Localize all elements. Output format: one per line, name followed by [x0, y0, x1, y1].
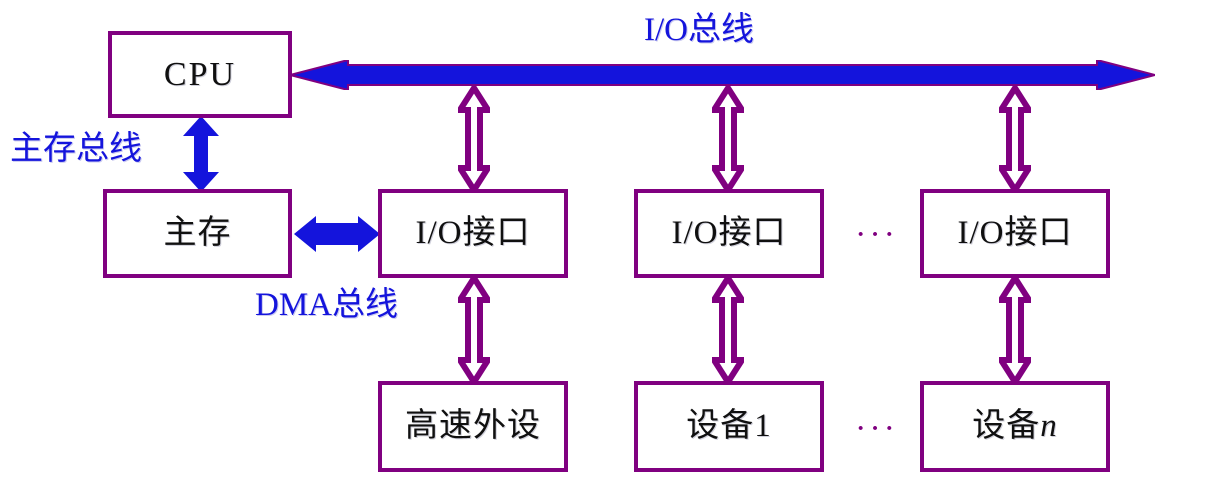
device-1-label: 设备1: [686, 408, 772, 444]
io-interface-1-label: I/O接口: [415, 215, 531, 251]
io-interface-2-box: I/O接口: [634, 189, 824, 278]
ellipsis-devices: ···: [855, 410, 898, 447]
bus-to-io-interface-1-arrow: [458, 86, 490, 192]
bus-to-io-interface-2-arrow: [712, 86, 744, 192]
io-interface-n-label: I/O接口: [957, 215, 1073, 251]
io-bus-label: I/O总线: [644, 12, 754, 48]
cpu-memory-bus-arrow: [183, 116, 219, 192]
main-memory-label: 主存: [163, 215, 232, 251]
device-n-box: 设备n: [920, 381, 1110, 472]
io-interface-n-to-device-n-arrow: [999, 276, 1031, 384]
dma-memory-interface-arrow: [294, 216, 380, 252]
cpu-label: CPU: [163, 55, 237, 93]
device-n-suffix: n: [1040, 408, 1058, 444]
device-n-label: 设备n: [972, 410, 1058, 443]
io-interface-1-box: I/O接口: [378, 189, 568, 278]
io-interface-n-box: I/O接口: [920, 189, 1110, 278]
high-speed-peripheral-box: 高速外设: [378, 381, 568, 472]
device-n-prefix: 设备: [972, 408, 1041, 444]
high-speed-peripheral-label: 高速外设: [405, 408, 541, 444]
bus-to-io-interface-n-arrow: [999, 86, 1031, 192]
io-interface-2-label: I/O接口: [671, 215, 787, 251]
ellipsis-interfaces: ···: [855, 216, 898, 253]
dma-bus-label: DMA总线: [255, 287, 399, 323]
io-bus-bar: [290, 60, 1155, 90]
io-interface-2-to-device-1-arrow: [712, 276, 744, 384]
cpu-box: CPU: [108, 31, 292, 118]
main-memory-bus-label: 主存总线: [10, 131, 142, 167]
main-memory-box: 主存: [103, 189, 292, 278]
io-interface-1-to-peripheral-arrow: [458, 276, 490, 384]
device-1-box: 设备1: [634, 381, 824, 472]
